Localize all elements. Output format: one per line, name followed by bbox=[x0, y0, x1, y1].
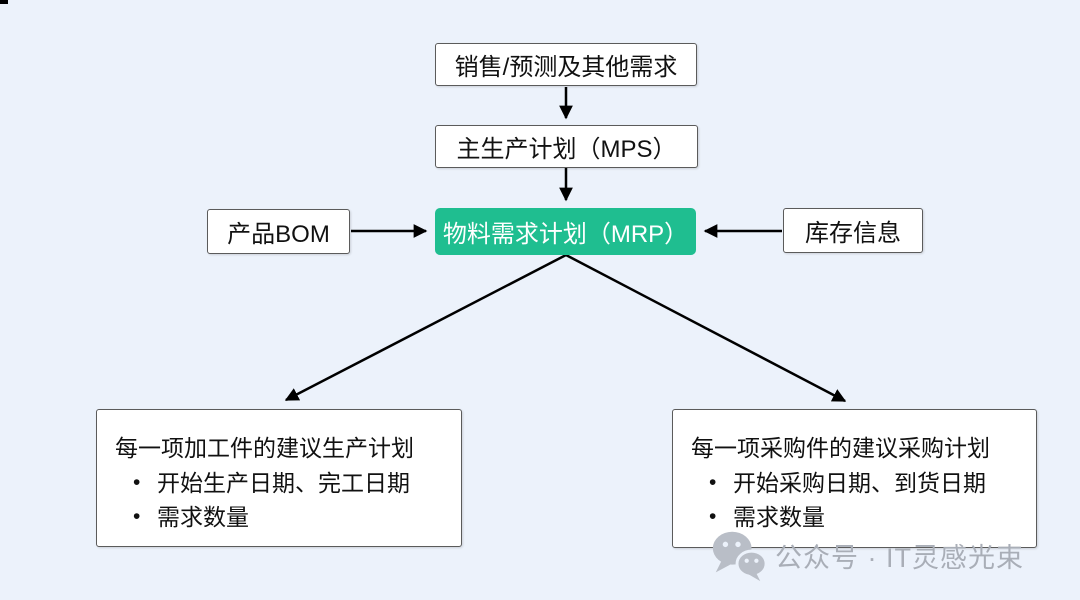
node-mps-label: 主生产计划（MPS） bbox=[456, 136, 677, 163]
watermark: 公众号 · IT灵感光束 bbox=[708, 527, 1024, 583]
node-product-bom-label: 产品BOM bbox=[227, 221, 330, 248]
arrow-mrp-to-production-plan bbox=[284, 253, 567, 402]
node-product-bom: 产品BOM bbox=[207, 209, 350, 254]
arrow-mrp-to-purchase-plan bbox=[565, 253, 847, 403]
wechat-icon bbox=[712, 531, 768, 582]
node-inventory-info: 库存信息 bbox=[783, 208, 923, 253]
production-plan-bullet-list: 开始生产日期、完工日期 需求数量 bbox=[115, 466, 451, 534]
node-mrp-label: 物料需求计划（MRP） bbox=[442, 221, 689, 248]
purchase-plan-bullet-list: 开始采购日期、到货日期 需求数量 bbox=[691, 466, 1026, 534]
purchase-plan-title: 每一项采购件的建议采购计划 bbox=[691, 435, 990, 461]
node-mrp: 物料需求计划（MRP） bbox=[435, 208, 696, 255]
production-plan-bullet: 开始生产日期、完工日期 bbox=[131, 466, 451, 500]
node-mps: 主生产计划（MPS） bbox=[435, 125, 698, 168]
node-inventory-info-label: 库存信息 bbox=[805, 220, 901, 247]
node-sales-forecast: 销售/预测及其他需求 bbox=[435, 43, 697, 86]
production-plan-bullet: 需求数量 bbox=[131, 500, 451, 534]
production-plan-title: 每一项加工件的建议生产计划 bbox=[115, 435, 414, 461]
node-sales-forecast-label: 销售/预测及其他需求 bbox=[454, 54, 678, 81]
corner-artifact bbox=[0, 0, 8, 4]
purchase-plan-bullet: 需求数量 bbox=[707, 500, 1026, 534]
watermark-text: 公众号 · IT灵感光束 bbox=[775, 542, 1024, 573]
node-production-plan: 每一项加工件的建议生产计划 开始生产日期、完工日期 需求数量 bbox=[96, 409, 462, 547]
node-purchase-plan: 每一项采购件的建议采购计划 开始采购日期、到货日期 需求数量 bbox=[672, 409, 1037, 548]
purchase-plan-bullet: 开始采购日期、到货日期 bbox=[707, 466, 1026, 500]
